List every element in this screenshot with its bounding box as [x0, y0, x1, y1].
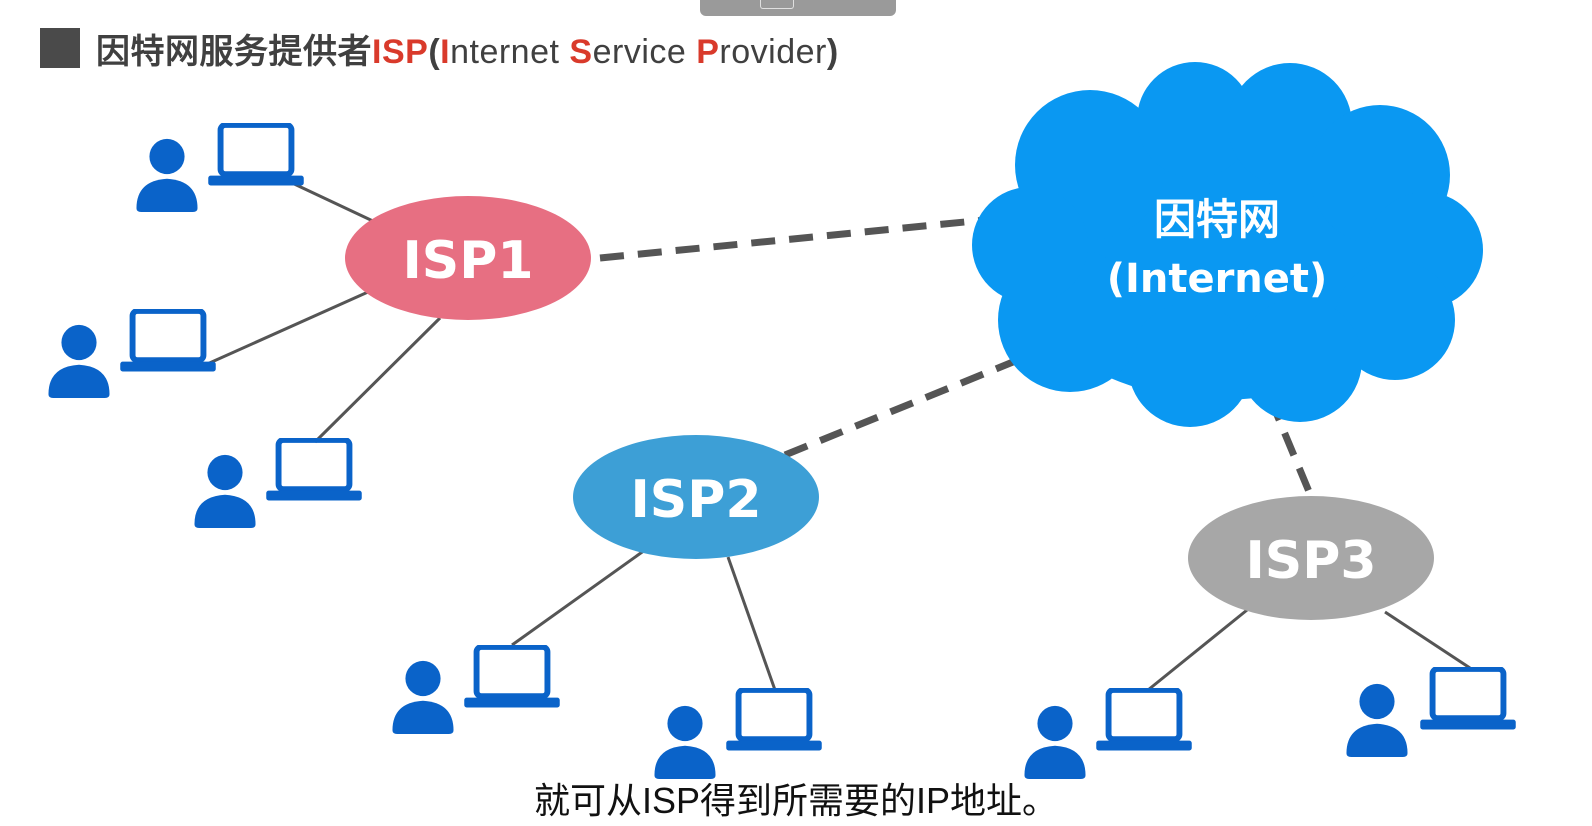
slide-title: 因特网服务提供者ISP(Internet Service Provider) [40, 24, 839, 73]
laptop-icon [727, 690, 822, 750]
user-icon [136, 138, 198, 212]
title-paren-close: ) [826, 32, 839, 71]
link-isp2-internet [783, 351, 1032, 459]
user-icon [392, 660, 454, 734]
internet-label-en: (Internet) [1107, 256, 1328, 302]
isp1-label: ISP1 [402, 231, 533, 291]
title-abbr: ISP [372, 32, 429, 71]
link-isp1-internet [599, 216, 986, 262]
title-word-service: ervice [592, 32, 697, 71]
video-subtitle: 就可从ISP得到所需要的IP地址。 [533, 780, 1059, 821]
user-icon [1024, 705, 1086, 779]
internet-label-cn: 因特网 [1154, 195, 1280, 244]
laptop-icon [121, 311, 216, 371]
isp2-node: ISP2 [573, 435, 819, 559]
title-word-internet: nternet [450, 32, 570, 71]
link-isp1-user-1 [289, 180, 376, 224]
isp3-label: ISP3 [1245, 531, 1376, 591]
laptop-icon [465, 647, 560, 707]
title-cn: 因特网服务提供者 [96, 32, 372, 71]
top-tab-notch [760, 0, 794, 9]
title-paren-open: ( [428, 32, 441, 71]
link-isp3-user-1 [1147, 604, 1253, 692]
isp2-label: ISP2 [630, 470, 761, 530]
laptop-icon [209, 125, 304, 185]
window-top-tab [700, 0, 896, 16]
link-isp3-user-2 [1384, 610, 1471, 670]
internet-cloud: 因特网 (Internet) [972, 62, 1483, 427]
laptop-icon [1097, 690, 1192, 750]
laptop-icon [267, 440, 362, 500]
laptop-icon [1421, 669, 1516, 729]
title-initial-p: P [696, 32, 720, 71]
link-isp1-user-3 [313, 316, 442, 444]
access-links [204, 180, 1471, 692]
user-icon [48, 324, 110, 398]
user-icon [194, 454, 256, 528]
isp1-node: ISP1 [345, 196, 591, 320]
title-bullet-square [40, 28, 80, 68]
title-initial-s: S [569, 32, 593, 71]
link-isp2-user-1 [511, 548, 646, 647]
title-word-provider: rovider [719, 32, 827, 71]
isp3-node: ISP3 [1188, 496, 1434, 620]
link-isp2-user-2 [726, 556, 777, 691]
user-icon [1346, 683, 1408, 757]
title-text: 因特网服务提供者ISP(Internet Service Provider) [96, 24, 839, 73]
user-icon [654, 705, 716, 779]
link-isp1-user-2 [204, 290, 369, 367]
title-initial-i: I [440, 32, 451, 71]
